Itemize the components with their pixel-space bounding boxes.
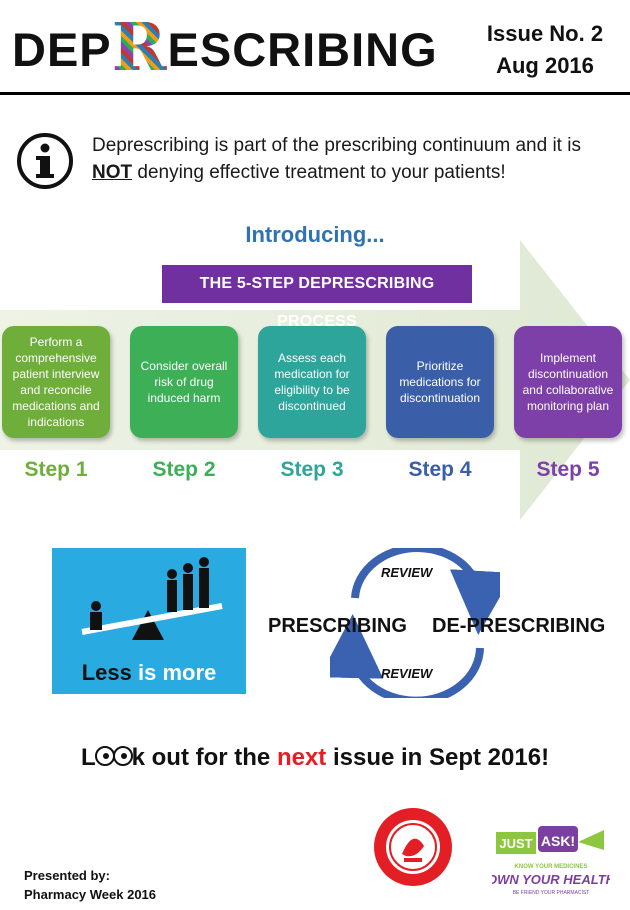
own-your-health-text: OWN YOUR HEALTH [492, 872, 610, 887]
just-ask-logo: JUST ASK! KNOW YOUR MEDICINES OWN YOUR H… [487, 822, 616, 902]
lookout-text: L [80, 744, 96, 771]
step-3-text: Assess each medication for eligibility t… [274, 351, 350, 413]
step-1-box: Perform a comprehensive patient intervie… [2, 326, 110, 438]
info-statement: Deprescribing is part of the prescribing… [92, 132, 622, 186]
step-2-text: Consider overall risk of drug induced ha… [140, 359, 228, 405]
review-label-bottom: REVIEW [381, 666, 433, 681]
info-text-part: Deprescribing is part of the prescribing… [92, 135, 581, 156]
next-emphasis: next [276, 744, 327, 771]
issue-number: Issue No. 2 [486, 21, 604, 46]
less-is-more-graphic [52, 548, 246, 694]
step-5-box: Implement discontinuation and collaborat… [514, 326, 622, 438]
is-word: is [138, 660, 157, 685]
lookout-text: k out for the [131, 744, 277, 771]
step-3-box: Assess each medication for eligibility t… [258, 326, 366, 438]
event-name: Pharmacy Week 2016 [24, 887, 157, 902]
presented-by: Presented by: Pharmacy Week 2016 [24, 866, 156, 904]
less-word: Less [81, 660, 132, 685]
info-emphasis: NOT [92, 162, 133, 183]
info-circle-icon [16, 132, 74, 190]
header-divider [0, 92, 630, 95]
pharmaceutical-society-seal-icon [372, 806, 454, 888]
step-3-label: Step 3 [280, 458, 344, 481]
tagline-text: KNOW YOUR MEDICINES [515, 864, 588, 870]
lookout-text: issue in Sept 2016! [326, 744, 550, 771]
more-word: more [162, 660, 217, 685]
deprescribing-label: DE-PRESCRIBING [432, 615, 606, 637]
step-5-text: Implement discontinuation and collaborat… [522, 351, 614, 413]
presented-by-label: Presented by: [24, 868, 110, 883]
header: DEPRESCRIBING Issue No. 2 Aug 2016 [0, 0, 630, 92]
info-text-part: denying effective treatment to your pati… [132, 162, 506, 183]
title-decorated-letter: R [111, 8, 168, 86]
just-text: JUST [499, 836, 532, 851]
step-2-box: Consider overall risk of drug induced ha… [130, 326, 238, 438]
process-banner: THE 5-STEP DEPRESCRIBING PROCESS [162, 265, 472, 330]
title-part: DEP [12, 23, 112, 76]
review-label-top: REVIEW [381, 565, 433, 580]
step-1-label: Step 1 [24, 458, 88, 481]
step-4-box: Prioritize medications for discontinuati… [386, 326, 494, 438]
step-4-text: Prioritize medications for discontinuati… [399, 359, 481, 405]
step-5-label: Step 5 [536, 458, 600, 481]
step-2-label: Step 2 [152, 458, 216, 481]
seesaw-icon [81, 557, 223, 640]
prescribing-label: PRESCRIBING [268, 615, 407, 637]
eye-icon [94, 746, 115, 766]
step-1-text: Perform a comprehensive patient intervie… [12, 335, 100, 429]
ask-text: ASK! [541, 833, 575, 849]
step-4-label: Step 4 [408, 458, 472, 481]
issue-date: Aug 2016 [496, 53, 594, 78]
less-is-more-text: Less is more [52, 660, 246, 686]
introducing-heading: Introducing... [245, 222, 385, 247]
newsletter-title: DEPRESCRIBING [12, 8, 438, 86]
eye-icon [112, 746, 133, 766]
sub-tagline-text: BE FRIEND YOUR PHARMACIST [513, 890, 590, 896]
title-part: ESCRIBING [167, 23, 438, 76]
issue-info: Issue No. 2 Aug 2016 [470, 18, 620, 82]
